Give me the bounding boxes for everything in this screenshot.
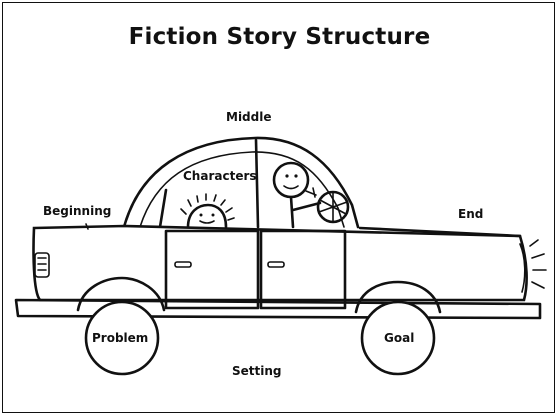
passenger-character — [181, 194, 234, 227]
steering-wheel — [318, 192, 348, 222]
label-goal: Goal — [384, 331, 414, 345]
label-problem: Problem — [92, 331, 148, 345]
label-characters: Characters — [183, 169, 257, 183]
label-middle: Middle — [226, 110, 272, 124]
car-body — [34, 226, 527, 300]
car-pillar-front — [160, 190, 166, 227]
label-end: End — [458, 207, 483, 221]
label-setting: Setting — [232, 364, 282, 378]
label-beginning: Beginning — [43, 204, 111, 218]
car-pillar-middle — [256, 140, 258, 227]
